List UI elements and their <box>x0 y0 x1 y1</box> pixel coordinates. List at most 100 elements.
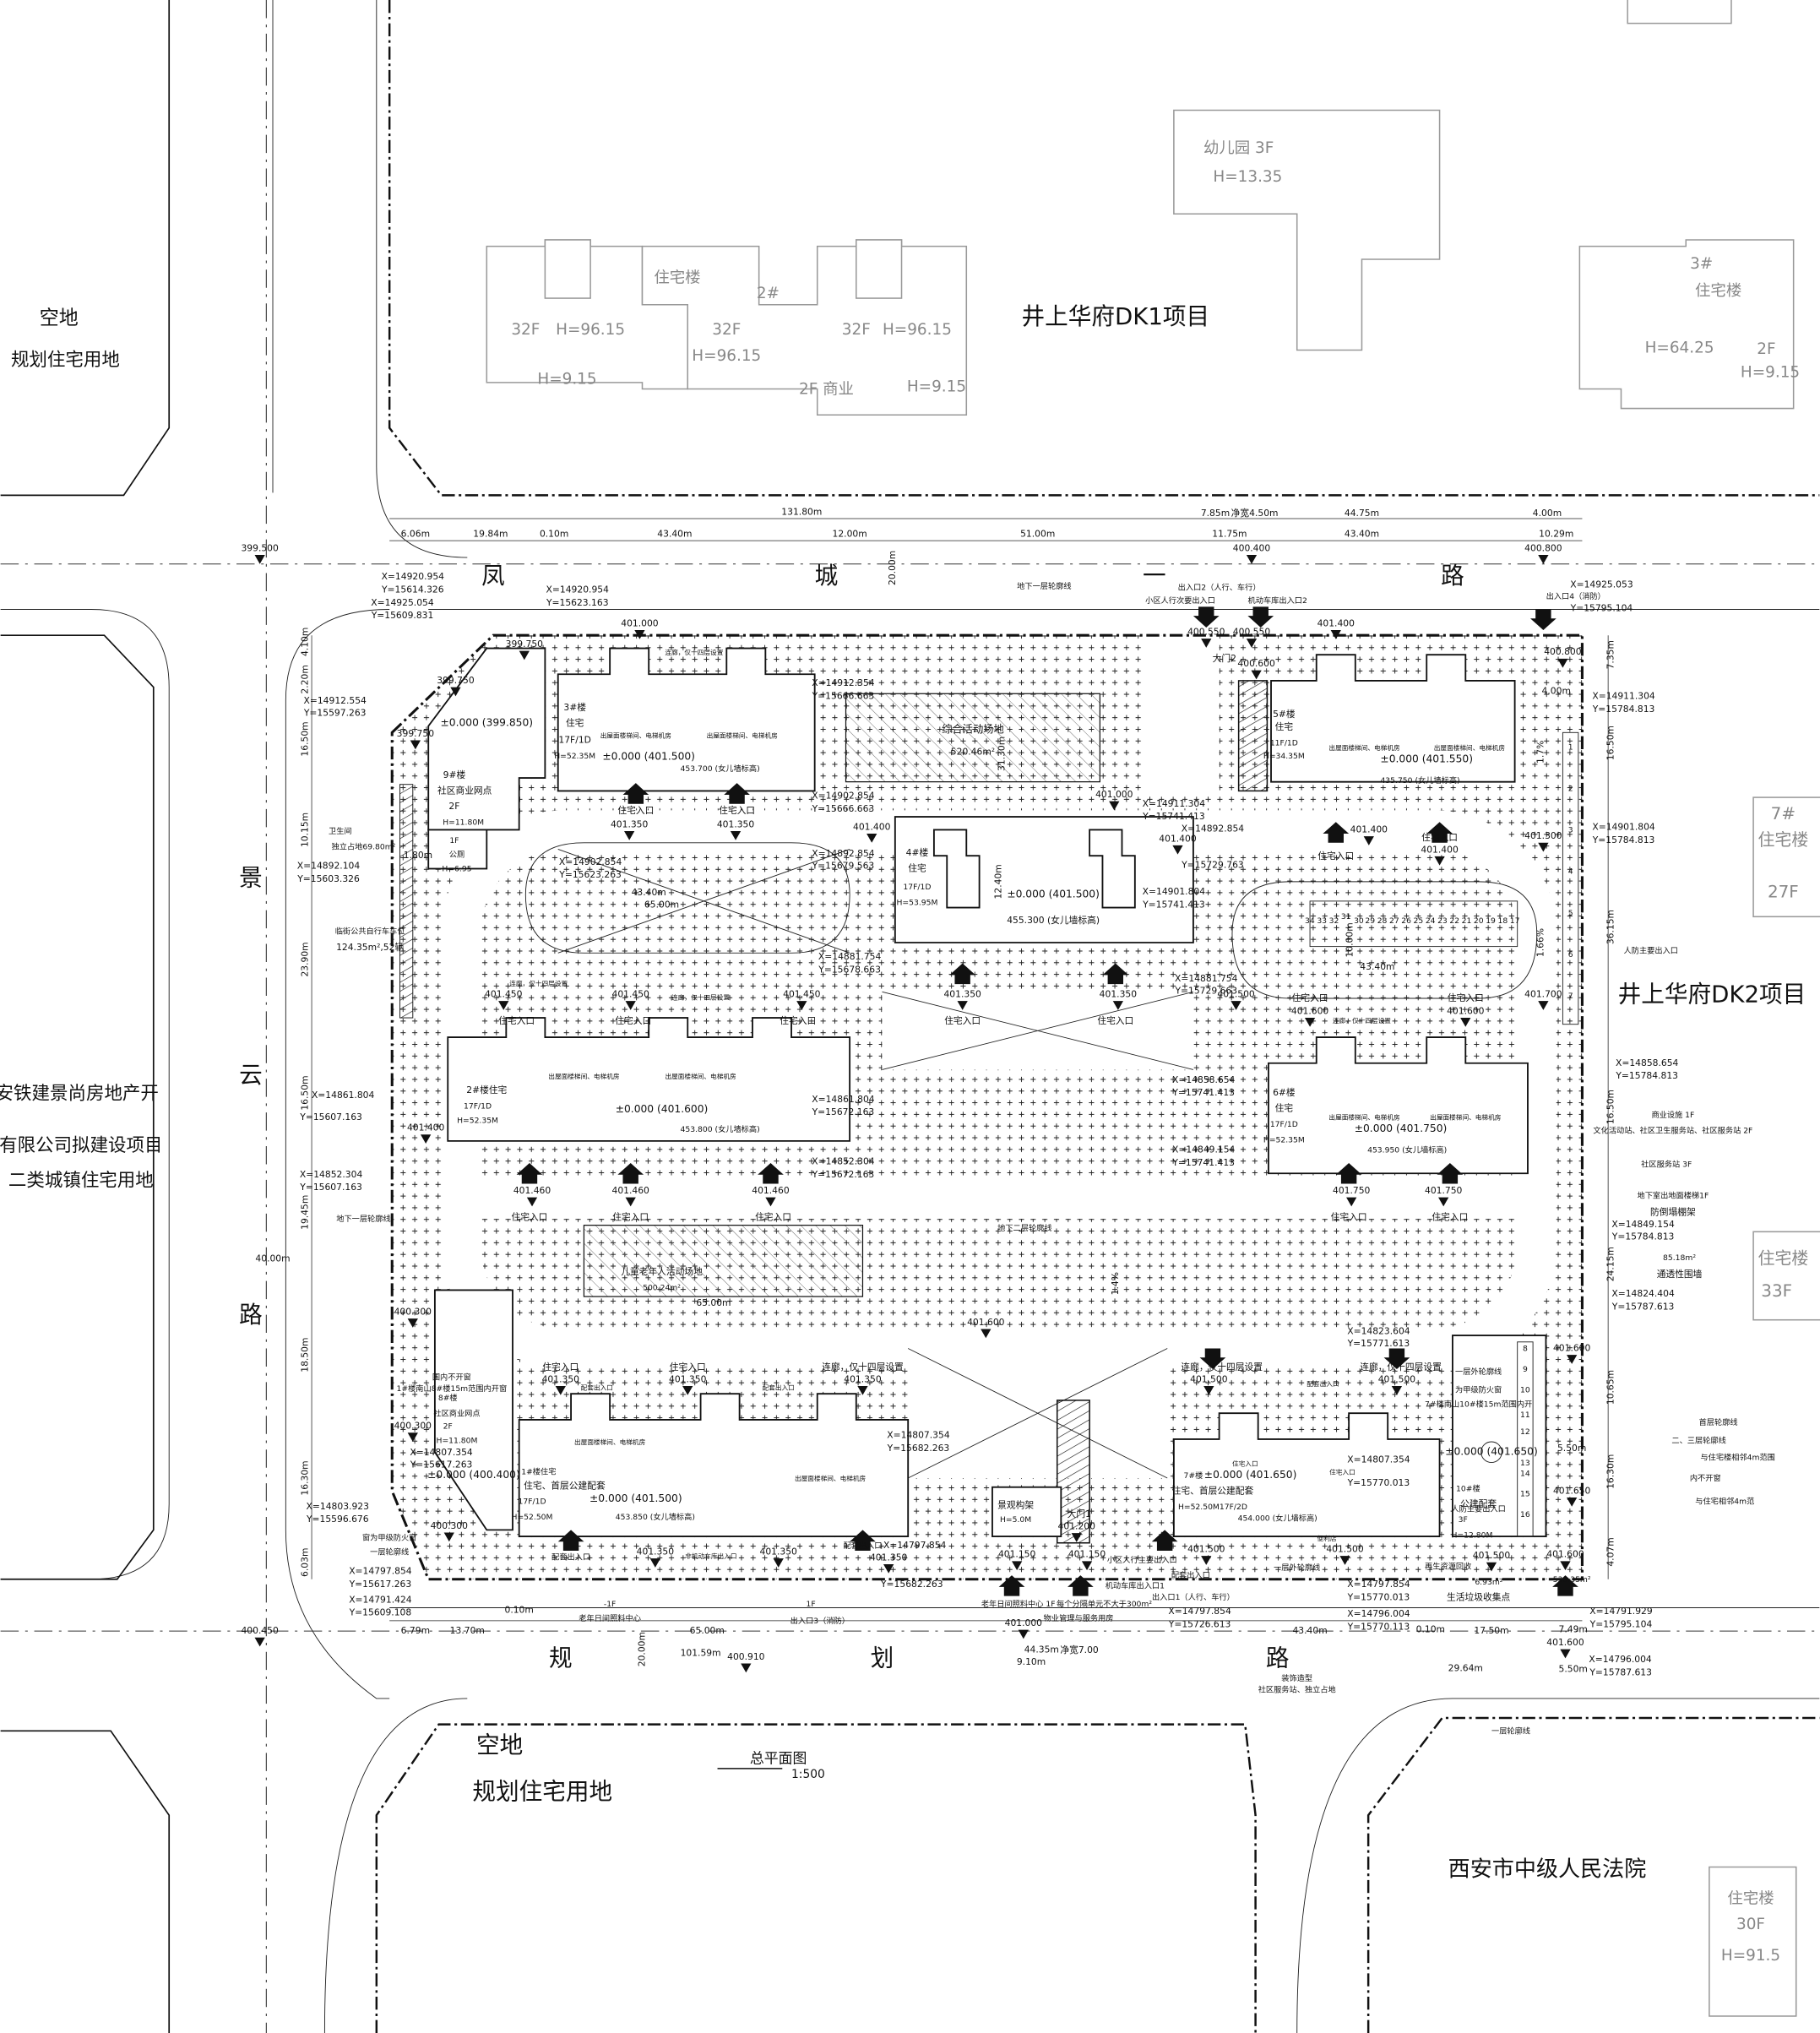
notes-label: 老年日间照料中心 <box>579 1613 641 1623</box>
buildings-label: 2#楼住宅 <box>466 1084 507 1095</box>
dims-label: 5.50m <box>1559 1663 1588 1674</box>
notes-label: 住宅入口 <box>719 805 755 816</box>
elevations-label: 399.750 <box>437 675 475 686</box>
dims-label: 4.07m <box>1605 1537 1616 1566</box>
notes-label: 住宅入口 <box>511 1211 547 1222</box>
notes-label: 住宅入口 <box>944 1015 981 1026</box>
elevation-marker-icon <box>1081 1561 1093 1571</box>
post-office-icon <box>1480 1441 1502 1464</box>
buildings-label: 大门2 <box>1213 653 1236 664</box>
outside-buildings-label: 住宅楼 <box>1695 282 1741 300</box>
elevation-marker-icon <box>1434 856 1445 866</box>
buildings-label: 5#楼 <box>1273 709 1296 720</box>
dims-label: 1.4% <box>1110 1272 1121 1295</box>
buildings-label: 景观构架 <box>997 1499 1034 1510</box>
notes-label: 连廊，仅十四层设置 <box>509 979 568 987</box>
north-entrance-road <box>1141 635 1220 791</box>
elevations-label: 400.800 <box>1524 542 1562 553</box>
building-3 <box>557 647 816 792</box>
elevations-label: 401.500 <box>1326 1543 1364 1554</box>
elevation-marker-icon <box>1460 1018 1471 1027</box>
regions-label: 二类城镇住宅用地 <box>8 1171 154 1192</box>
notes-label: 住宅入口 <box>1232 1459 1258 1467</box>
elevations-label: 401.350 <box>759 1546 797 1557</box>
parking-label: 5 <box>1568 909 1573 918</box>
court-residential-building <box>1709 1866 1797 2017</box>
coordinate-label: Y=15784.813 <box>1615 1070 1678 1081</box>
buildings-label: ±0.000 (399.850) <box>441 717 534 729</box>
notes-label: 出入口4（消防） <box>1546 591 1605 601</box>
notes-label: 每个分隔单元不大于300m² <box>1057 1599 1152 1609</box>
elevation-marker-icon <box>1012 1561 1023 1571</box>
parking-label: 30 <box>1354 916 1364 926</box>
elevations-label: 401.450 <box>783 988 821 999</box>
buildings-label: 17F/1D <box>558 735 591 746</box>
buildings-label: 综合活动场地 <box>942 722 1004 735</box>
elevations-label: 401.600 <box>1546 1637 1584 1648</box>
entrance-arrow-icon <box>1151 1530 1178 1551</box>
buildings-label: 独立占地69.80m² <box>332 841 396 851</box>
coordinate-label: X=14912.354 <box>812 677 875 688</box>
elevations-label: 401.460 <box>513 1185 551 1196</box>
parking-label: 17 <box>1510 916 1520 926</box>
notes-label: 一层轮廓线 <box>370 1547 409 1557</box>
buildings-label: 大门1 <box>1068 1508 1091 1519</box>
elevation-marker-icon <box>254 555 265 564</box>
garage-ramp-2 <box>1237 680 1269 792</box>
buildings-label: 520.46m² <box>951 746 995 757</box>
outside-buildings-label: H=13.35 <box>1213 168 1282 186</box>
coordinate-label: Y=15770.113 <box>1347 1622 1410 1633</box>
notes-label: 围内不开窗 <box>432 1372 471 1382</box>
elevation-marker-icon <box>443 1532 454 1542</box>
coordinate-label: Y=15795.104 <box>1570 603 1633 614</box>
parking-row <box>1309 900 1518 948</box>
roads-label: 云 <box>239 1061 263 1089</box>
parking-label: 24 <box>1426 916 1436 926</box>
markers-layer <box>254 555 1578 1673</box>
elevation-marker-icon <box>634 630 645 639</box>
elevations-label: 401.400 <box>1421 844 1459 855</box>
coordinate-label: Y=15770.013 <box>1347 1477 1410 1488</box>
elevation-marker-icon <box>1231 1001 1241 1010</box>
buildings-label: 453.800 (女儿墙标高) <box>681 1124 760 1134</box>
elevation-marker-icon <box>407 1432 418 1443</box>
notes-label: 出屋面楼梯间、电梯机房 <box>1328 743 1400 752</box>
elevation-marker-icon <box>1567 1355 1578 1364</box>
elevation-marker-icon <box>796 1001 807 1010</box>
notes-label: 与住宅相邻4m范 <box>1695 1497 1754 1507</box>
buildings-label: 17F/1D <box>1270 1120 1298 1129</box>
notes-label: 出入口2（人行、车行） <box>1178 582 1261 592</box>
parking-label: 8 <box>1523 1345 1528 1354</box>
elevation-marker-icon <box>1538 555 1549 564</box>
elevation-marker-icon <box>450 687 461 697</box>
dimension-lines <box>311 518 1609 1622</box>
buildings-label: 社区商业网点 <box>437 785 492 796</box>
roads-label: 规 <box>549 1644 573 1672</box>
parking-column-south <box>1517 1341 1534 1537</box>
dims-label: 20.00m <box>637 1632 648 1666</box>
outside-buildings-label: 32F <box>712 321 741 339</box>
elevation-marker-icon <box>1557 658 1568 668</box>
parking-label: 1 <box>1568 742 1573 752</box>
elevations-label: 399.500 <box>241 542 279 553</box>
dims-label: 13.70m <box>450 1625 485 1636</box>
entrance-arrow-icon <box>516 1162 543 1184</box>
dims-label: 36.15m <box>1605 910 1616 944</box>
roads-label: 划 <box>871 1644 894 1672</box>
coordinate-label: Y=15741.413 <box>1142 811 1205 822</box>
elevations-label: 401.450 <box>611 988 649 999</box>
elevations-label: 401.600 <box>967 1317 1005 1328</box>
notes-label: 住宅入口 <box>612 1211 649 1222</box>
elevation-marker-icon <box>555 1385 566 1395</box>
coordinate-label: Y=15603.326 <box>296 873 360 884</box>
dims-label: 44.75m <box>1345 508 1379 519</box>
dims-label: 51.00m <box>1020 529 1055 540</box>
coordinate-label: Y=15771.613 <box>1347 1338 1410 1349</box>
buildings-label: 124.35m²,52辆 <box>336 942 404 953</box>
coordinate-label: Y=15784.813 <box>1592 704 1655 715</box>
elevations-label: 401.150 <box>1068 1549 1106 1560</box>
dims-label: 24.15m <box>1605 1247 1616 1281</box>
landscape-pergola <box>991 1486 1062 1537</box>
roads-label: 路 <box>239 1301 263 1329</box>
notes-label: 住宅入口 <box>498 1015 535 1026</box>
